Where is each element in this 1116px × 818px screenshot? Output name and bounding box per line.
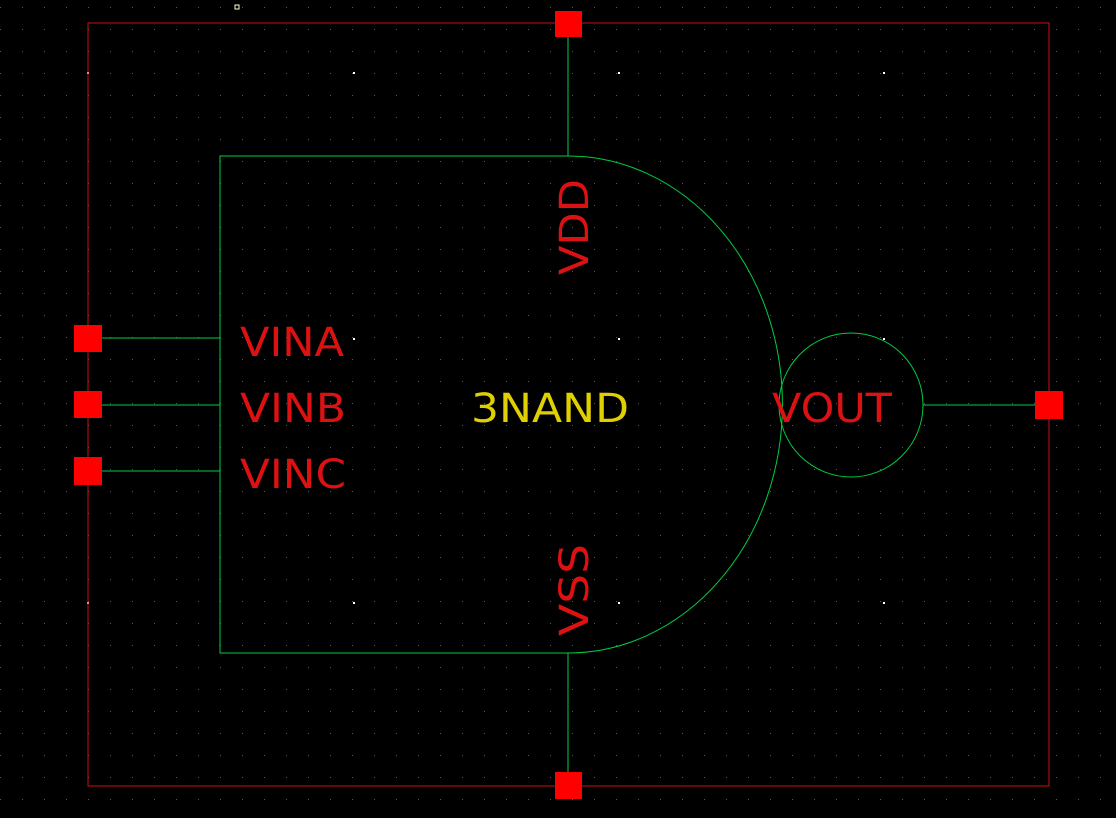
origin-marker	[234, 4, 240, 10]
label-vinc: VINC	[240, 452, 346, 498]
major-grid-point	[353, 338, 355, 340]
pin-vdd[interactable]	[555, 11, 582, 37]
pin-vinb[interactable]	[74, 391, 102, 418]
pin-vinc[interactable]	[74, 457, 102, 485]
pin-labels: VINA VINB VINC VOUT VDD VSS	[240, 179, 893, 636]
label-vina: VINA	[240, 320, 345, 366]
pin-vout[interactable]	[1035, 391, 1063, 419]
major-grid-point	[353, 72, 355, 74]
major-grid-point	[353, 602, 355, 604]
major-grid-point	[618, 338, 620, 340]
major-grid-point	[883, 72, 885, 74]
label-vss: VSS	[552, 544, 598, 636]
label-vout: VOUT	[772, 386, 893, 432]
major-grid-point	[883, 338, 885, 340]
label-vinb: VINB	[240, 386, 346, 432]
nand-gate-shape[interactable]	[219, 155, 783, 654]
pins	[74, 11, 1063, 799]
label-vdd: VDD	[552, 179, 598, 275]
cell-name-label: 3NAND	[471, 386, 629, 432]
pin-vina[interactable]	[74, 325, 102, 352]
major-grid-point	[618, 72, 620, 74]
major-grid-point	[618, 602, 620, 604]
pin-vss[interactable]	[555, 772, 582, 799]
major-grid-point	[883, 602, 885, 604]
wires	[88, 24, 1049, 786]
